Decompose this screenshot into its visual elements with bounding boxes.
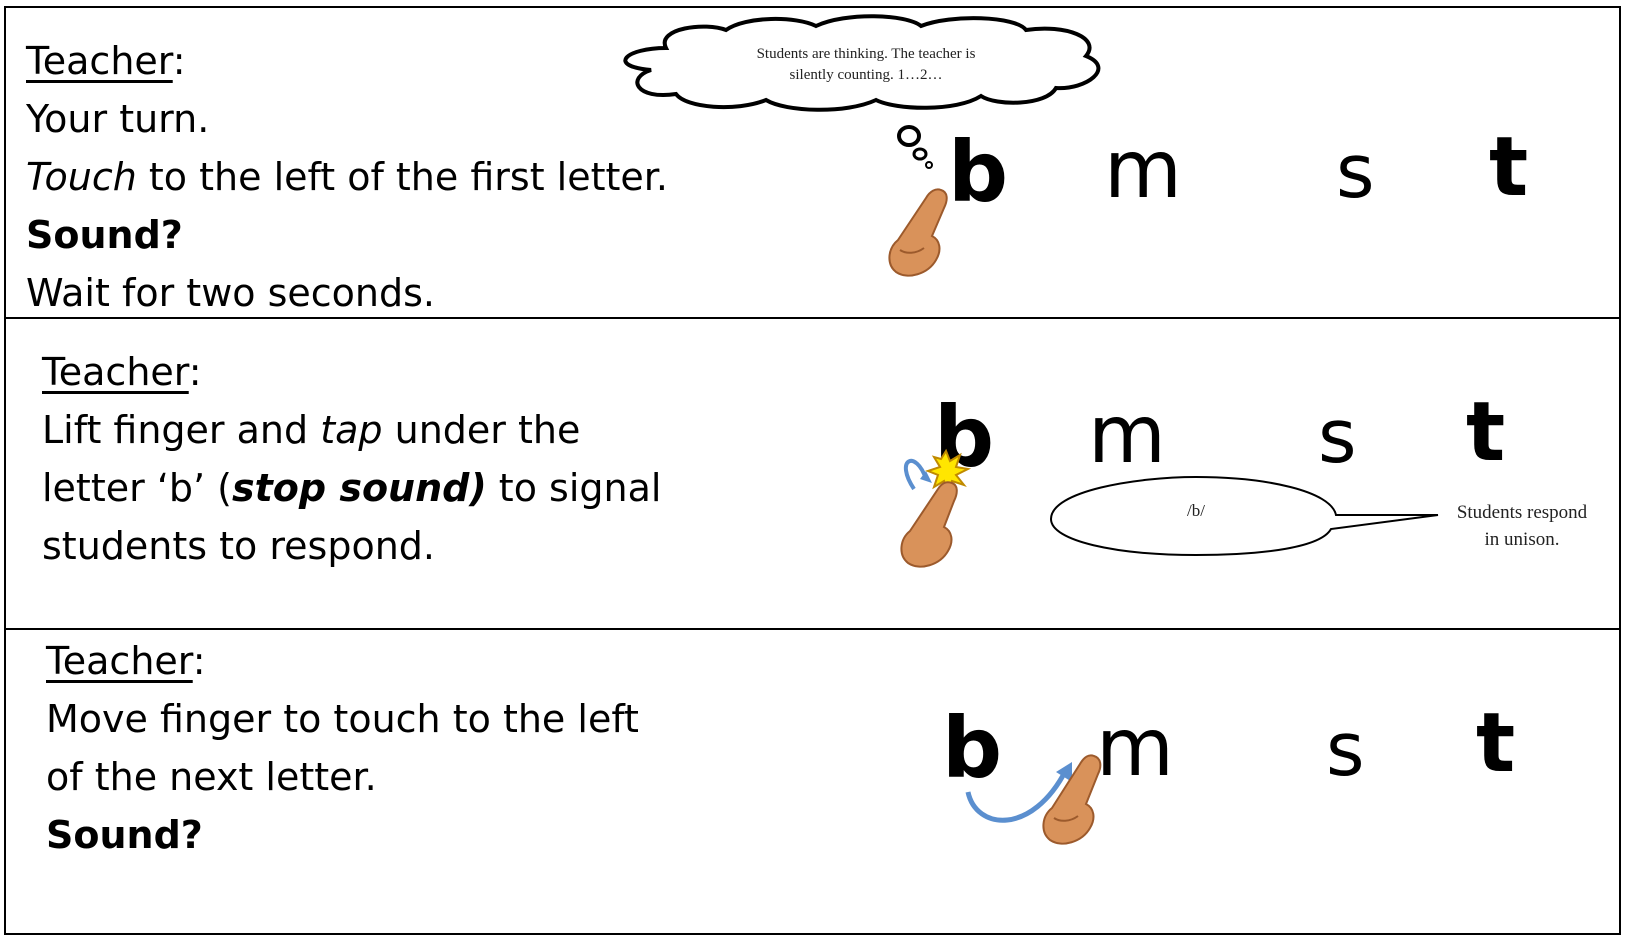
letter-s: s	[1336, 129, 1375, 215]
instruction-text: under the	[382, 408, 581, 452]
colon: :	[172, 39, 186, 83]
callout-line-1: Students respond	[1456, 502, 1588, 523]
emphasis-word: Touch	[26, 155, 137, 199]
speech-bubble-text: /b/	[1187, 501, 1205, 520]
callout-text: Students respond in unison.	[1432, 499, 1612, 553]
letter-b: b	[948, 123, 1009, 221]
teacher-label: Teacher	[46, 639, 193, 683]
colon: :	[188, 350, 202, 394]
instructions-2: Teacher: Lift finger and tap under the l…	[42, 343, 661, 575]
teacher-label: Teacher	[26, 39, 173, 83]
letter-m: m	[1104, 123, 1182, 216]
letter-s: s	[1318, 394, 1357, 480]
instruction-line: to the left of the first letter.	[136, 155, 669, 199]
letter-t: t	[1476, 696, 1516, 791]
instruction-text: letter ‘b’ (	[42, 466, 232, 510]
instructions-1: Teacher: Your turn. Touch to the left of…	[26, 32, 668, 322]
speech-bubble-icon	[1049, 475, 1439, 557]
letter-m: m	[1096, 701, 1174, 794]
instruction-line: Move finger to touch to the left	[46, 697, 639, 741]
letter-t: t	[1489, 120, 1529, 215]
stop-sound-emphasis: stop sound)	[232, 466, 487, 510]
instruction-line: students to respond.	[42, 524, 435, 568]
instruction-line: Your turn.	[26, 97, 210, 141]
instruction-text: to signal	[486, 466, 662, 510]
letter-m: m	[1088, 388, 1166, 481]
instruction-text: Lift finger and	[42, 408, 321, 452]
sound-prompt: Sound?	[46, 813, 203, 857]
callout-line-2: in unison.	[1484, 529, 1560, 550]
instruction-line: of the next letter.	[46, 755, 377, 799]
letter-b: b	[942, 699, 1003, 797]
step-panel-2: Teacher: Lift finger and tap under the l…	[4, 317, 1621, 630]
instruction-line: Wait for two seconds.	[26, 271, 436, 315]
step-panel-1: Teacher: Your turn. Touch to the left of…	[4, 6, 1621, 319]
colon: :	[192, 639, 206, 683]
thought-line-2: silently counting. 1…2…	[789, 67, 943, 83]
thought-line-1: Students are thinking. The teacher is	[756, 46, 976, 62]
pointing-finger-icon	[1042, 754, 1102, 845]
tap-finger-icon	[900, 448, 972, 568]
sound-prompt: Sound?	[26, 213, 183, 257]
thought-cloud-icon	[623, 14, 1101, 169]
pointing-finger-icon	[888, 188, 948, 277]
instructions-3: Teacher: Move finger to touch to the lef…	[46, 632, 639, 864]
letter-s: s	[1326, 707, 1365, 793]
letter-t: t	[1466, 385, 1506, 480]
thought-bubble-text: Students are thinking. The teacher is si…	[706, 44, 1026, 86]
emphasis-word: tap	[320, 408, 383, 452]
move-arrow-icon	[965, 762, 1072, 823]
step-panel-3: Teacher: Move finger to touch to the lef…	[4, 628, 1621, 935]
teacher-label: Teacher	[42, 350, 189, 394]
